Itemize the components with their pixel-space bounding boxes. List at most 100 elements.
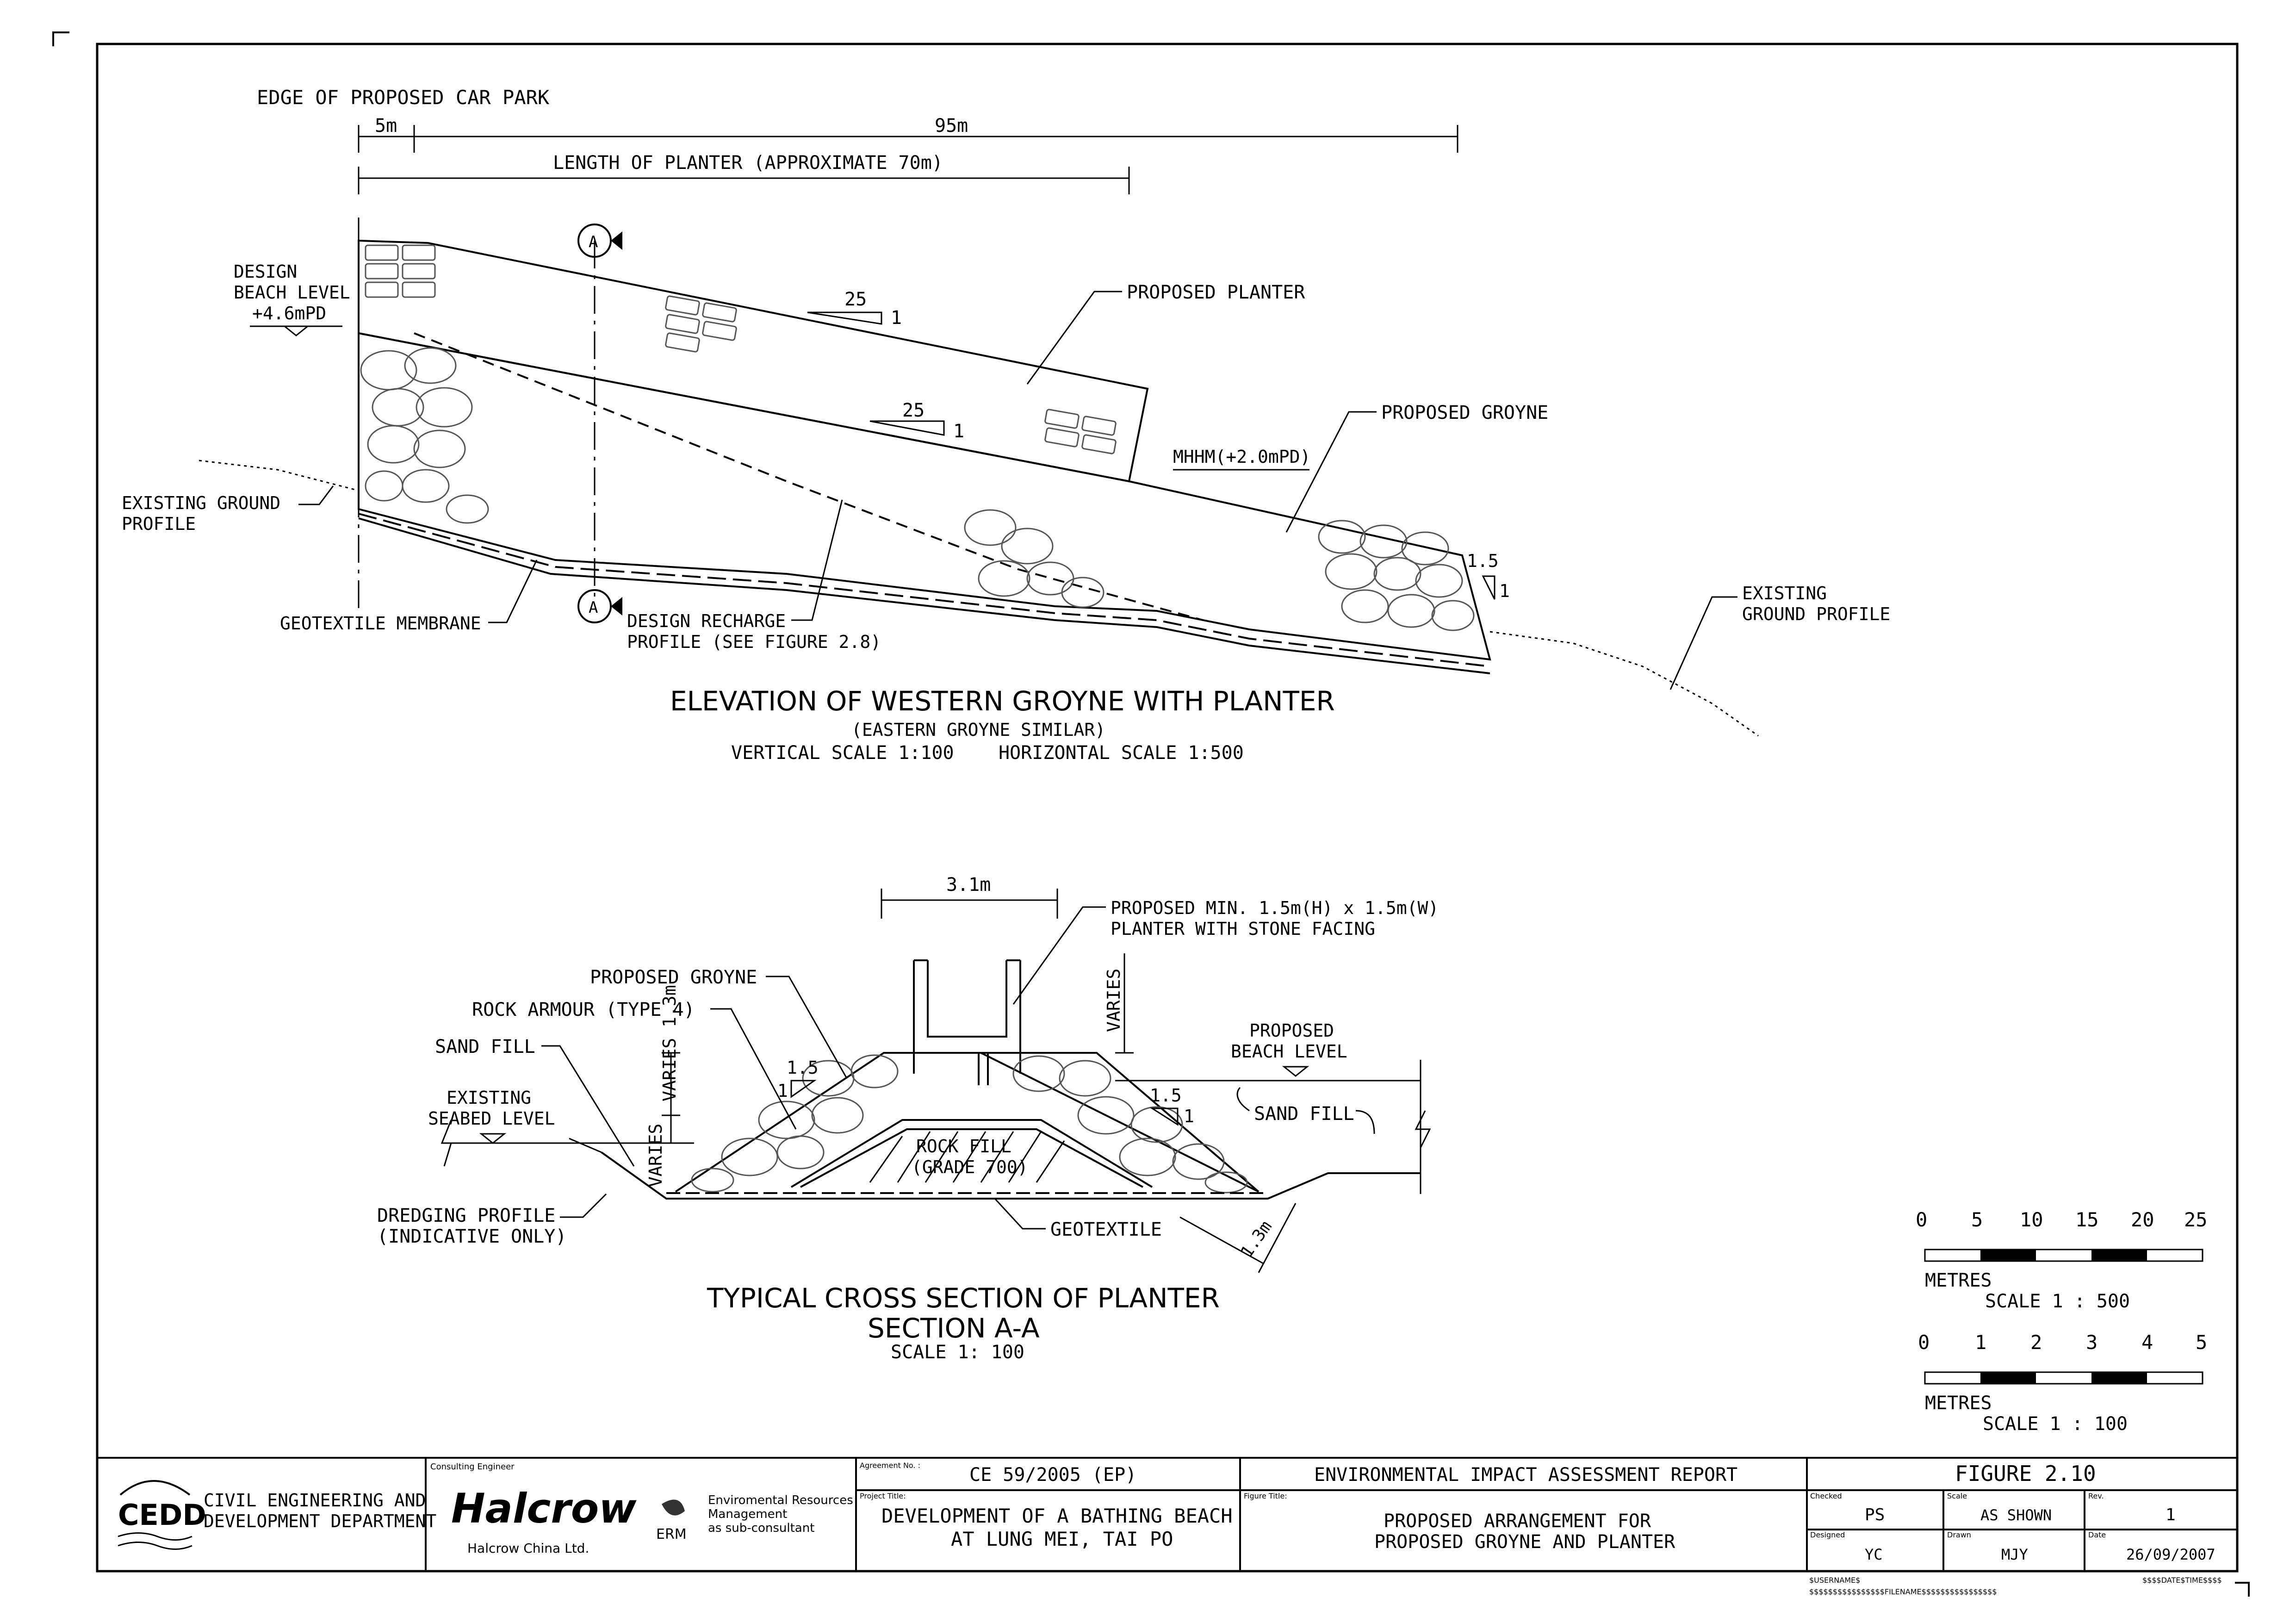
proposed-groyne-label: PROPOSED GROYNE — [1381, 402, 1548, 423]
rock-fill-label-2: (GRADE 700) — [912, 1157, 1028, 1177]
slope-left-run: 1.5 — [787, 1057, 819, 1078]
rock-armour-stones — [360, 347, 1475, 631]
designed-label: Designed — [1810, 1530, 1845, 1539]
scale-bar-segment — [2091, 1250, 2147, 1261]
section-subtitle: SECTION A-A — [868, 1312, 1040, 1344]
section-marker-label-bottom: A — [589, 598, 598, 617]
elevation-scale-note: VERTICAL SCALE 1:100 HORIZONTAL SCALE 1:… — [731, 742, 1244, 764]
dim-line-1-3m — [1179, 1216, 1264, 1264]
design-beach-level-3: +4.6mPD — [252, 303, 326, 323]
leader-line — [1669, 596, 1738, 690]
scale-tick-label: 1 — [1975, 1331, 1986, 1354]
rock-armour-stones — [691, 1054, 1248, 1194]
edge-car-park-label: EDGE OF PROPOSED CAR PARK — [257, 86, 550, 109]
scale-tick-label: 25 — [2184, 1208, 2208, 1231]
slope-upper-run: 25 — [844, 289, 867, 310]
slope-lower-run: 25 — [902, 400, 925, 421]
username-field: $USERNAME$ — [1809, 1576, 1860, 1585]
existing-seabed-2: SEABED LEVEL — [428, 1108, 555, 1129]
planter-label-2: PLANTER WITH STONE FACING — [1111, 919, 1375, 939]
leader-line — [1285, 411, 1377, 533]
scale-tick-label: 4 — [2141, 1331, 2153, 1354]
slope-triangle-icon — [1482, 575, 1496, 600]
agreement-no: CE 59/2005 (EP) — [969, 1464, 1136, 1486]
dim-5m: 5m — [375, 115, 397, 137]
figure-title-1: PROPOSED ARRANGEMENT FOR — [1384, 1511, 1651, 1532]
existing-ground-right-2: GROUND PROFILE — [1742, 604, 1890, 624]
existing-seabed-1: EXISTING — [447, 1088, 531, 1108]
slope-lower-rise: 1 — [953, 421, 964, 442]
varies-left-label: VARIES — [645, 1124, 666, 1187]
varies-top-label: VARIES — [1104, 969, 1124, 1032]
slope-triangle-icon — [1149, 1107, 1179, 1126]
groyne-outline — [358, 332, 1491, 661]
figure-no: FIGURE 2.10 — [1955, 1461, 2096, 1486]
proposed-groyne-label: PROPOSED GROYNE — [590, 967, 757, 988]
design-recharge-1: DESIGN RECHARGE — [627, 611, 786, 631]
level-marker-icon — [479, 1133, 507, 1144]
leader-line — [560, 1193, 607, 1218]
cedd-logo-arc-icon — [119, 1480, 191, 1496]
leader-line — [994, 1198, 1046, 1230]
slope-left-rise: 1 — [777, 1081, 788, 1101]
leader-line — [766, 976, 848, 1079]
elevation-drawing: EDGE OF PROPOSED CAR PARK 5m 95m LENGTH … — [122, 86, 1890, 764]
design-recharge-profile — [414, 332, 1204, 621]
break-symbol-icon — [1415, 1110, 1431, 1148]
scale-bar-segment — [1980, 1372, 2036, 1384]
drawn: MJY — [2001, 1546, 2028, 1563]
cross-section-drawing: 3.1m PROPOSED MIN. 1.5m(H) x 1.5m(W) PLA… — [377, 874, 1439, 1363]
sand-fill-right-label: SAND FILL — [1254, 1103, 1354, 1125]
drawn-label: Drawn — [1947, 1530, 1971, 1539]
scale-label: Scale — [1947, 1492, 1967, 1500]
scale-bar-outline — [1924, 1371, 2203, 1385]
existing-ground-left-1: EXISTING GROUND — [122, 493, 280, 513]
slope-right-run: 1.5 — [1150, 1085, 1182, 1106]
scale-tick-label: 0 — [1916, 1208, 1927, 1231]
scale-bar-segment — [1980, 1250, 2036, 1261]
planter-outline — [358, 239, 1149, 483]
planter-label-1: PROPOSED MIN. 1.5m(H) x 1.5m(W) — [1111, 898, 1439, 918]
rock-fill-label-1: ROCK FILL — [916, 1136, 1011, 1157]
leader-line — [1012, 906, 1106, 1005]
project-title-label: Project Title: — [860, 1492, 906, 1500]
scale-bar-segment — [2091, 1372, 2147, 1384]
cedd-line2: DEVELOPMENT DEPARTMENT — [204, 1511, 436, 1531]
proposed-beach-1: PROPOSED — [1249, 1020, 1334, 1041]
dim-1-3m: 1.3m — [1237, 1218, 1276, 1262]
scale-bar-1: 0 5 10 15 20 25 METRES SCALE 1 : 500 — [1916, 1208, 2208, 1312]
existing-ground-right — [1489, 631, 1759, 737]
mhhm-label: MHHM(+2.0mPD) — [1173, 447, 1310, 467]
scale-ratio: SCALE 1 : 500 — [1985, 1291, 2130, 1312]
figure-title-2: PROPOSED GROYNE AND PLANTER — [1374, 1531, 1675, 1553]
design-beach-level-2: BEACH LEVEL — [234, 282, 350, 303]
slope-upper-rise: 1 — [891, 307, 902, 329]
dim-3-1m: 3.1m — [946, 874, 991, 895]
section-marker-label-top: A — [589, 233, 598, 251]
leader-line — [1026, 291, 1122, 385]
dredging-label-2: (INDICATIVE ONLY) — [377, 1226, 566, 1247]
existing-ground-right-1: EXISTING — [1742, 583, 1827, 603]
leader-line — [791, 499, 843, 621]
cedd-line1: CIVIL ENGINEERING AND — [204, 1490, 426, 1511]
scale-bar-outline — [1924, 1249, 2203, 1262]
break-symbol-icon — [441, 1119, 453, 1167]
leader-line — [298, 485, 334, 505]
sand-fill-arrow-icon — [1355, 1110, 1375, 1134]
stone-facing-bricks — [365, 244, 1117, 454]
filename-field: $$$$$$$$$$$$$$$$FILENAME$$$$$$$$$$$$$$$$ — [1809, 1587, 1997, 1596]
section-arrow-bottom — [611, 597, 622, 616]
dredging-label-1: DREDGING PROFILE — [377, 1205, 555, 1226]
slope-triangle-icon — [869, 420, 945, 436]
sand-fill-left-label: SAND FILL — [435, 1036, 535, 1057]
geotextile-label: GEOTEXTILE — [1050, 1219, 1162, 1240]
leader-line — [710, 1008, 797, 1130]
erm-line3: as sub-consultant — [708, 1521, 814, 1535]
scale-unit: METRES — [1925, 1270, 1992, 1291]
existing-ground-left-2: PROFILE — [122, 514, 196, 534]
geotextile-membrane-label: GEOTEXTILE MEMBRANE — [280, 613, 481, 634]
title-block: CEDD CIVIL ENGINEERING AND DEVELOPMENT D… — [97, 1457, 2237, 1596]
report-title: ENVIRONMENTAL IMPACT ASSESSMENT REPORT — [1314, 1464, 1738, 1486]
slope-right-rise: 1 — [1184, 1106, 1194, 1126]
